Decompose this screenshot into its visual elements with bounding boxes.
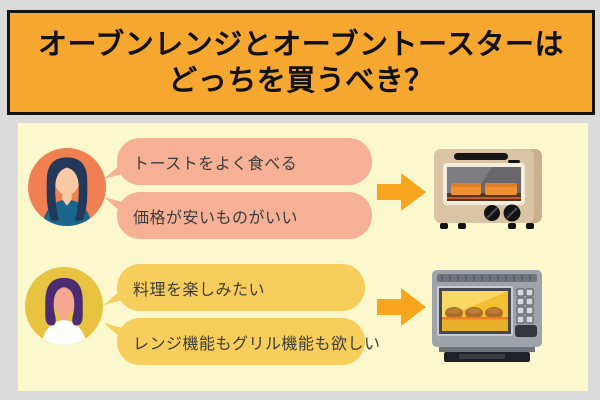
title-line-2: どっちを買うべき？ [168, 64, 434, 97]
bubble-tail [104, 288, 122, 306]
speech-bubble-text: トーストをよく食べる [133, 155, 298, 173]
bubble-tail [104, 162, 122, 180]
right-arrow-icon [377, 287, 427, 327]
speech-bubble: 価格が安いものがいい [104, 192, 372, 239]
speech-bubble-text: 価格が安いものがいい [133, 209, 299, 227]
speech-bubble-text: 料理を楽しみたい [133, 281, 266, 299]
bubble-tail [104, 197, 122, 215]
woman-dark-hair-avatar [28, 148, 106, 226]
speech-bubble: レンジ機能もグリル機能も欲しい [104, 318, 380, 365]
speech-bubble: トーストをよく食べる [104, 138, 372, 185]
woman-purple-hair-avatar [25, 267, 103, 345]
title-banner: オーブンレンジとオーブントースターは どっちを買うべき？ [7, 10, 595, 115]
title-line-1: オーブンレンジとオーブントースターは [37, 28, 565, 61]
speech-bubble: 料理を楽しみたい [104, 264, 365, 311]
microwave-oven-illustration [427, 267, 547, 367]
oven-toaster-illustration [430, 143, 546, 239]
speech-bubble-text: レンジ機能もグリル機能も欲しい [133, 335, 381, 353]
bubble-tail [104, 323, 122, 341]
right-arrow-icon [377, 172, 427, 212]
